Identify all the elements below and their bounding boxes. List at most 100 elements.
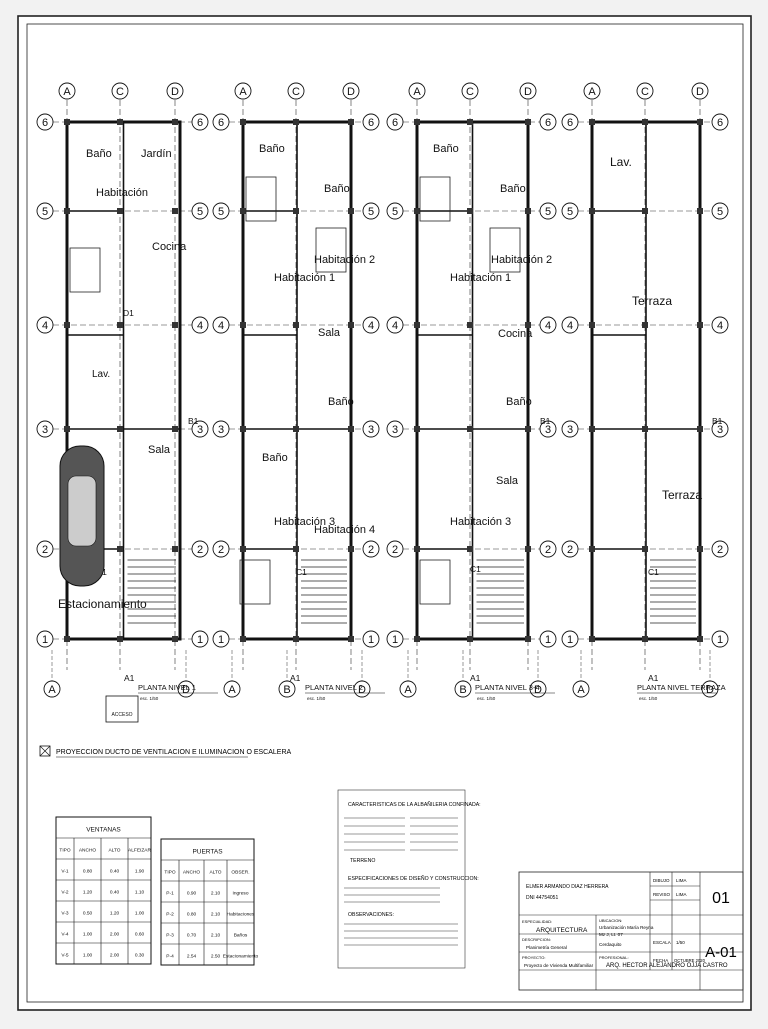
axis-circle: [399, 680, 417, 698]
structural-column: [525, 636, 531, 642]
table-cell: 2.10: [211, 933, 221, 939]
plan-title: PLANTA NIVEL 2: [305, 683, 363, 692]
axis-bubble: 1: [561, 630, 579, 648]
structural-column: [642, 322, 648, 328]
axis-label: D: [358, 684, 366, 696]
table-cell: 1.00: [83, 932, 93, 938]
plan-scale: esc. 1/50: [140, 696, 159, 701]
axis-label: 3: [545, 424, 551, 436]
axis-bubble: 3: [561, 420, 579, 438]
structural-column: [172, 322, 178, 328]
table-cell: 0.40: [110, 869, 120, 875]
axis-bubble: A: [223, 680, 241, 698]
axis-circle: [386, 202, 404, 220]
axis-circle: [539, 420, 557, 438]
axis-circle: [36, 316, 54, 334]
axis-circle: [191, 113, 209, 131]
axis-bubble: C: [461, 82, 479, 100]
axis-label: 6: [567, 117, 573, 129]
axis-label: A: [228, 684, 236, 696]
axis-circle: [386, 113, 404, 131]
axis-label: 1: [218, 634, 224, 646]
structural-column: [117, 208, 123, 214]
axis-circle: [691, 82, 709, 100]
bed-furniture: [69, 247, 101, 293]
structural-column: [525, 322, 531, 328]
axis-bubble: D: [519, 82, 537, 100]
axis-label: 5: [218, 206, 224, 218]
axis-label: 4: [717, 320, 723, 332]
table-cell: 0.40: [110, 890, 120, 896]
axis-label: 1: [545, 634, 551, 646]
axis-label: 2: [392, 544, 398, 556]
axis-bubble: C: [111, 82, 129, 100]
table-cell: 0.90: [187, 891, 197, 897]
axis-label: D: [534, 684, 542, 696]
structural-column: [348, 546, 354, 552]
axis-circle: [539, 630, 557, 648]
axis-label: D: [171, 86, 179, 98]
plan-scale: esc. 1/50: [307, 696, 326, 701]
mid-marker: B1: [712, 416, 723, 426]
mid-marker: B1: [540, 416, 551, 426]
table-cell: 0.70: [187, 933, 197, 939]
professional-label: PROFESIONAL:: [599, 955, 629, 960]
escala-value: 1/50: [676, 940, 685, 945]
axis-circle: [711, 113, 729, 131]
axis-circle: [362, 316, 380, 334]
structural-column: [64, 636, 70, 642]
structural-column: [117, 426, 123, 432]
table-cell: V-1: [61, 869, 69, 875]
room-label: Habitación 1: [274, 272, 335, 284]
structural-column: [467, 208, 473, 214]
specs-title: CARACTERISTICAS DE LA ALBAÑILERIA CONFIN…: [348, 801, 481, 808]
description: Planimetría General: [526, 945, 567, 950]
structural-column: [64, 322, 70, 328]
axis-circle: [287, 82, 305, 100]
axis-circle: [362, 202, 380, 220]
mid-marker: A1: [648, 673, 659, 683]
structural-column: [172, 119, 178, 125]
axis-circle: [36, 202, 54, 220]
table-cell: 1.00: [83, 953, 93, 959]
axis-label: A: [577, 684, 585, 696]
structural-column: [467, 322, 473, 328]
structural-column: [467, 119, 473, 125]
axis-bubble: 4: [362, 316, 380, 334]
table-cell: 2.50: [211, 954, 221, 960]
axis-circle: [342, 82, 360, 100]
axis-bubble: 4: [711, 316, 729, 334]
axis-label: 5: [567, 206, 573, 218]
structural-column: [642, 119, 648, 125]
axis-bubble: 3: [386, 420, 404, 438]
bed-furniture: [489, 227, 521, 273]
axis-circle: [454, 680, 472, 698]
axis-label: B: [459, 684, 466, 696]
axis-label: D: [706, 684, 714, 696]
axis-label: C: [116, 86, 124, 98]
axis-circle: [561, 540, 579, 558]
axis-label: A: [239, 86, 247, 98]
axis-circle: [362, 113, 380, 131]
sheet-code: A-01: [705, 944, 737, 961]
axis-label: 6: [545, 117, 551, 129]
structural-column: [697, 322, 703, 328]
axis-label: 1: [368, 634, 374, 646]
axis-bubble: A: [43, 680, 61, 698]
room-label: Baño: [324, 183, 350, 195]
structural-column: [348, 119, 354, 125]
structural-column: [467, 546, 473, 552]
axis-bubble: 1: [191, 630, 209, 648]
axis-bubble: 1: [362, 630, 380, 648]
room-label: Habitación 4: [314, 524, 375, 536]
axis-label: 2: [197, 544, 203, 556]
axis-bubble: A: [583, 82, 601, 100]
axis-circle: [278, 680, 296, 698]
structural-column: [117, 546, 123, 552]
axis-circle: [561, 316, 579, 334]
axis-circle: [36, 420, 54, 438]
axis-bubble: 2: [386, 540, 404, 558]
